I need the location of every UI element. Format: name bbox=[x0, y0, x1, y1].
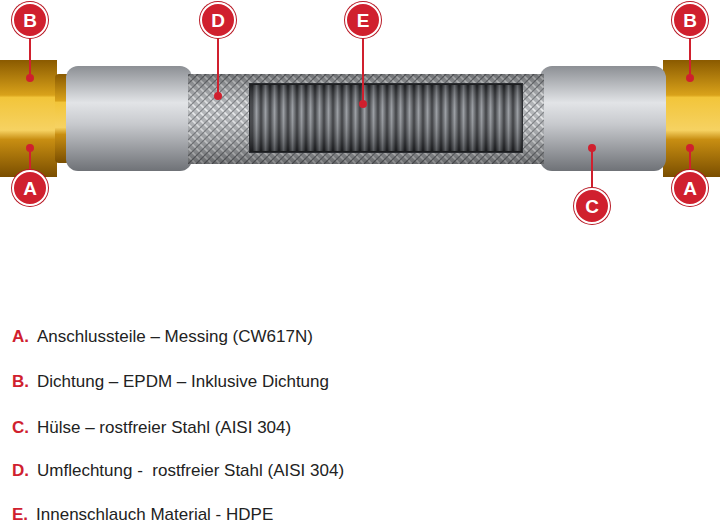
callout-letter: A bbox=[683, 179, 697, 198]
part-letter: E. bbox=[12, 505, 28, 525]
part-description: Hülse – rostfreier Stahl (AISI 304) bbox=[37, 418, 291, 438]
legend-row: E. Innenschlauch Material - HDPE bbox=[12, 504, 273, 526]
callout-circle: C bbox=[574, 188, 610, 224]
callout-circle: B bbox=[672, 2, 708, 38]
part-description: Dichtung – EPDM – Inklusive Dichtung bbox=[37, 372, 329, 392]
part-description: Umflechtung - rostfreier Stahl (AISI 304… bbox=[37, 461, 344, 481]
part-description: Innenschlauch Material - HDPE bbox=[36, 505, 273, 525]
part-letter: C. bbox=[12, 418, 29, 438]
legend-row: A. Anschlussteile – Messing (CW617N) bbox=[12, 326, 313, 348]
callout-circle: B bbox=[12, 2, 48, 38]
legend-row: D. Umflechtung - rostfreier Stahl (AISI 3… bbox=[12, 460, 344, 482]
callout-letter: B bbox=[683, 11, 697, 30]
callout-circle: A bbox=[12, 170, 48, 206]
callout-letter: D bbox=[211, 11, 225, 30]
callout-letter: E bbox=[357, 11, 370, 30]
legend-row: C. Hülse – rostfreier Stahl (AISI 304) bbox=[12, 417, 291, 439]
part-letter: A. bbox=[12, 327, 29, 347]
callout-circle: D bbox=[200, 2, 236, 38]
callout-circle: A bbox=[672, 170, 708, 206]
callout-letter: B bbox=[23, 11, 37, 30]
legend-row: B. Dichtung – EPDM – Inklusive Dichtung bbox=[12, 371, 329, 393]
callout-letter: C bbox=[585, 197, 599, 216]
part-letter: D. bbox=[12, 461, 29, 481]
part-description: Anschlussteile – Messing (CW617N) bbox=[37, 327, 313, 347]
part-letter: B. bbox=[12, 372, 29, 392]
callout-letter: A bbox=[23, 179, 37, 198]
callout-circle: E bbox=[345, 2, 381, 38]
